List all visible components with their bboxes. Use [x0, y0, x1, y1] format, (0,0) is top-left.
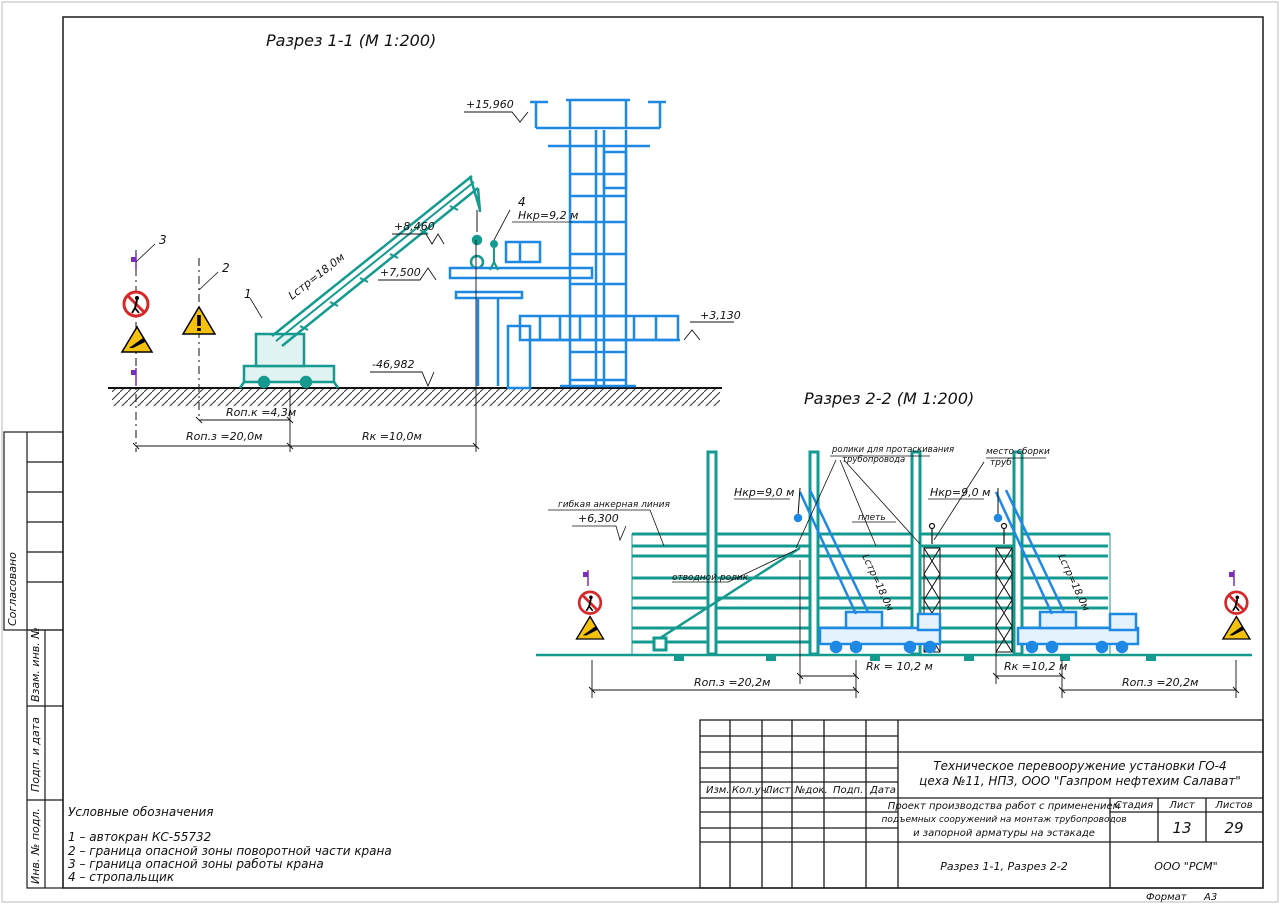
col-podp: Подп. — [833, 785, 863, 796]
elev-top: +15,960 — [466, 98, 514, 111]
callout-4: 4 — [518, 195, 526, 209]
company-name: ООО "РСМ" — [1154, 860, 1217, 873]
inv-orig-label: Инв. № подл. — [29, 808, 42, 884]
r-crane-right-2: Rк =10,2 м — [1004, 660, 1067, 673]
col-koluch: Кол.уч. — [732, 785, 770, 796]
section1-ground — [108, 387, 722, 406]
weld-place-label-1: место сборки — [986, 447, 1050, 457]
boom-length-1: Lстр=18,0м — [286, 251, 347, 303]
format-label: Формат — [1146, 892, 1188, 903]
format-value: А3 — [1203, 892, 1217, 903]
sign-date-label: Подп. и дата — [29, 717, 42, 792]
flag-bottom-1 — [131, 368, 137, 386]
drawing-name: Разрез 1-1, Разрез 2-2 — [940, 860, 1068, 873]
sheet-number: 13 — [1172, 819, 1191, 837]
r-turn-1: Rоп.к =4,3м — [226, 406, 296, 419]
left-stamp — [3, 431, 64, 889]
flag-right-2 — [1229, 570, 1235, 586]
col-list: Лист — [764, 785, 792, 796]
warn-crane-sign-right-2 — [1222, 615, 1251, 640]
warn-crane-sign-1 — [121, 326, 153, 353]
r-danger-right-2: Rоп.з =20,2м — [1122, 676, 1198, 689]
inv-replace-label: Взам. инв. № — [29, 627, 42, 702]
warn-excl-sign-1 — [182, 306, 216, 335]
legend-heading: Условные обозначения — [68, 805, 214, 819]
elev-neg: -46,982 — [372, 358, 414, 371]
r-danger-1: Rоп.з =20,0м — [186, 430, 262, 443]
slinger-figure — [489, 240, 499, 271]
footings-2 — [674, 655, 1156, 661]
dims-section2 — [588, 560, 1240, 698]
col-ndok: №док. — [794, 785, 828, 796]
sheets-label: Листов — [1214, 800, 1252, 811]
project-line-1: Проект производства работ с применением — [888, 800, 1121, 812]
crane-left-section2 — [793, 487, 942, 654]
agreed-label: Согласовано — [6, 552, 19, 626]
title-block-grid — [699, 719, 1264, 889]
callout-1: 1 — [244, 287, 252, 301]
r-crane-1: Rк =10,0м — [362, 430, 422, 443]
no-walk-sign-left-2 — [577, 590, 603, 615]
hook-height-1: Hкр=9,2 м — [518, 209, 578, 222]
hook-height-left-2: Hкр=9,0 м — [734, 486, 794, 499]
anchor-line-label: гибкая анкерная линия — [558, 500, 670, 510]
flag-left-2 — [583, 570, 589, 586]
rollers-label-2: трубопровода — [842, 455, 905, 465]
object-line-2: цеха №11, НПЗ, ООО "Газпром нефтехим Сал… — [919, 774, 1241, 788]
r-crane-left-2: Rк = 10,2 м — [866, 660, 933, 673]
project-line-2: подъемных сооружений на монтаж трубопров… — [881, 815, 1126, 825]
piperack-section1 — [448, 98, 680, 390]
workers-section2 — [928, 522, 1008, 544]
callout-3: 3 — [159, 233, 167, 247]
legend-item-4: 4 – стропальщик — [68, 870, 175, 884]
stage-label: Стадия — [1115, 800, 1153, 811]
elev-313: +3,130 — [700, 309, 741, 322]
elev-markers-1 — [370, 111, 734, 388]
sheets-total: 29 — [1224, 819, 1243, 837]
flag-top-1 — [131, 254, 137, 270]
project-line-3: и запорной арматуры на эстакаде — [913, 828, 1095, 839]
leaders-section2 — [548, 455, 1046, 583]
legend-item-1: 1 – автокран КС-55732 — [68, 830, 211, 844]
callout-2: 2 — [222, 261, 230, 275]
crane-section1 — [238, 175, 485, 389]
rollers-label-1: ролики для протаскивания — [831, 445, 954, 455]
deflect-roller-label: отводной ролик — [672, 573, 749, 583]
warn-crane-sign-left-2 — [575, 615, 605, 640]
section1-title: Разрез 1-1 (М 1:200) — [266, 31, 436, 50]
legend-item-2: 2 – граница опасной зоны поворотной част… — [68, 844, 392, 858]
legend-item-3: 3 – граница опасной зоны работы крана — [68, 857, 324, 871]
elev-630: +6,300 — [578, 512, 619, 525]
sheet-label: Лист — [1168, 800, 1196, 811]
crane-right-section2 — [993, 488, 1140, 654]
no-walk-sign-right-2 — [1224, 590, 1249, 615]
elev-750: +7,500 — [380, 266, 421, 279]
hook-height-right-2: Hкр=9,0 м — [930, 486, 990, 499]
section2-title: Разрез 2-2 (М 1:200) — [804, 389, 974, 408]
no-walk-sign-1 — [122, 290, 150, 318]
col-data: Дата — [869, 785, 896, 796]
whip-label: плеть — [858, 513, 886, 523]
weld-place-label-2: труб — [990, 458, 1012, 468]
object-line-1: Техническое перевооружение установки ГО-… — [933, 759, 1226, 773]
col-izm: Изм. — [706, 785, 730, 796]
inner-frame — [62, 16, 1264, 889]
dims-section1 — [132, 240, 480, 452]
r-danger-left-2: Rоп.з =20,2м — [694, 676, 770, 689]
elev-846: +8,460 — [394, 220, 435, 233]
